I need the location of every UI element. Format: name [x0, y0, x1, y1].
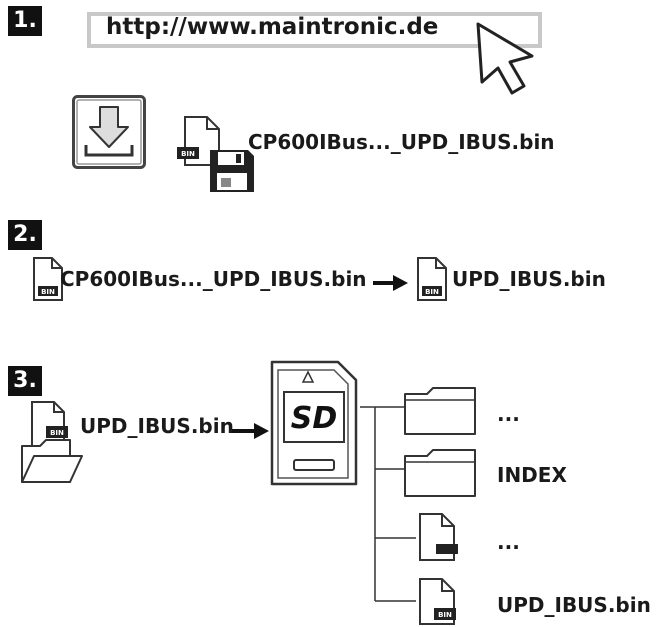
svg-text:BIN: BIN: [438, 611, 452, 619]
step-3-badge: 3.: [8, 366, 42, 396]
svg-text:BIN: BIN: [41, 288, 55, 296]
bin-tag: BIN: [181, 150, 195, 158]
rename-to: UPD_IBUS.bin: [452, 267, 606, 291]
download-file-name: CP600IBus..._UPD_IBUS.bin: [248, 130, 555, 154]
floppy-disk-icon: [210, 150, 254, 192]
bin-file-icon: BIN: [419, 578, 456, 625]
sd-card-label: SD: [291, 401, 338, 436]
bin-file-icon: BIN: [417, 257, 447, 301]
sd-card-icon: SD: [270, 360, 358, 486]
arrow-right-icon: [232, 423, 269, 439]
step-1-badge: 1.: [8, 6, 42, 36]
url-box: [87, 12, 542, 48]
svg-text:BIN: BIN: [425, 288, 439, 296]
open-folder-icon: BIN: [21, 401, 83, 483]
arrow-right-icon: [373, 275, 408, 291]
download-icon: [72, 95, 146, 169]
folder-icon: [404, 387, 476, 435]
tree-item-label: ...: [497, 402, 520, 426]
copy-file-name: UPD_IBUS.bin: [80, 414, 234, 438]
file-icon: [419, 513, 458, 561]
tree-item-label: INDEX: [497, 463, 567, 487]
svg-text:BIN: BIN: [50, 429, 64, 437]
tree-item-label: UPD_IBUS.bin: [497, 593, 651, 617]
tree-item-label: ...: [497, 530, 520, 554]
url-text: http://www.maintronic.de: [106, 14, 439, 40]
cursor-arrow-icon: [476, 22, 534, 95]
step-2-badge: 2.: [8, 220, 42, 250]
tree-lines: [360, 406, 416, 602]
rename-from: CP600IBus..._UPD_IBUS.bin: [60, 267, 367, 291]
folder-icon: [404, 449, 476, 497]
bin-file-icon: BIN: [33, 257, 63, 301]
